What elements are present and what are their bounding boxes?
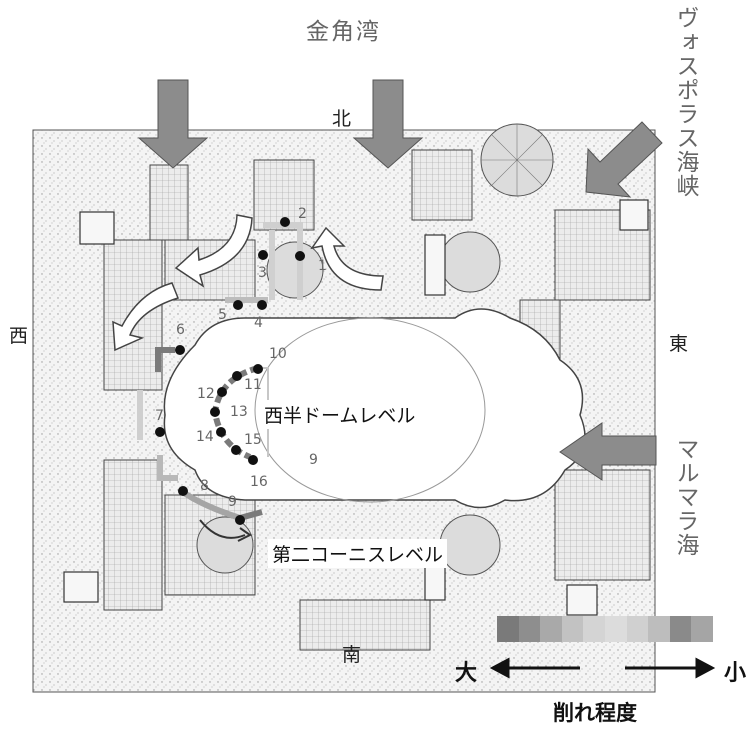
- scale-swatch: [583, 616, 605, 642]
- wind-arrows: [137, 79, 663, 481]
- scale-swatch: [561, 616, 584, 642]
- arrow-bosporus: [585, 121, 663, 198]
- point-number: 9: [309, 452, 318, 468]
- scale-swatch: [518, 616, 541, 642]
- arrow-north: [352, 79, 424, 169]
- west-half-dome-label: 西半ドームレベル: [260, 400, 420, 429]
- central-dome: [254, 317, 486, 503]
- bosporus-label: ヴォスポラス海峡: [672, 6, 698, 198]
- scale-swatch: [626, 616, 649, 642]
- second-cornice-label: 第二コーニスレベル: [268, 539, 448, 568]
- point-number: 15: [244, 432, 262, 448]
- scale-swatch: [497, 616, 519, 642]
- east-label: 東: [669, 333, 689, 355]
- legend-arrows: [489, 657, 716, 679]
- south-label: 南: [342, 644, 362, 666]
- marmara-label: マルマラ海: [672, 437, 698, 557]
- point-number: 13: [230, 404, 248, 420]
- point-number: 6: [176, 322, 185, 338]
- point-number: 8: [200, 478, 209, 494]
- point-number: 12: [197, 386, 215, 402]
- point-number: 16: [250, 474, 268, 490]
- legend-large-label: 大: [455, 661, 478, 686]
- point-number: 7: [155, 408, 164, 424]
- scale-swatch: [648, 616, 670, 642]
- point-number: 10: [269, 346, 287, 362]
- rotation-arrow: [199, 519, 246, 539]
- point-number: 2: [298, 206, 307, 222]
- point-number: 11: [244, 377, 262, 393]
- point-number: 5: [218, 307, 227, 323]
- arrow-marmara: [559, 422, 657, 481]
- scale-swatch: [604, 616, 627, 642]
- scale-swatch: [669, 616, 692, 642]
- north-label: 北: [332, 108, 352, 130]
- legend-caption: 削れ程度: [553, 701, 637, 725]
- flow-arrows: [112, 214, 384, 352]
- point-number: 3: [258, 265, 267, 281]
- point-number: 14: [196, 429, 214, 445]
- golden-horn-label: 金角湾: [306, 19, 381, 45]
- point-number: 1: [318, 258, 327, 274]
- west-label: 西: [9, 325, 29, 347]
- scale-swatch: [540, 616, 562, 642]
- marker-points: [155, 217, 305, 525]
- legend-small-label: 小: [724, 661, 747, 686]
- abrasion-scale-bar: [497, 616, 713, 642]
- point-number: 9: [228, 494, 237, 510]
- small-structures: [63, 199, 649, 616]
- arrow-north-west: [137, 79, 209, 169]
- scale-swatch: [691, 616, 713, 642]
- point-number: 4: [254, 315, 263, 331]
